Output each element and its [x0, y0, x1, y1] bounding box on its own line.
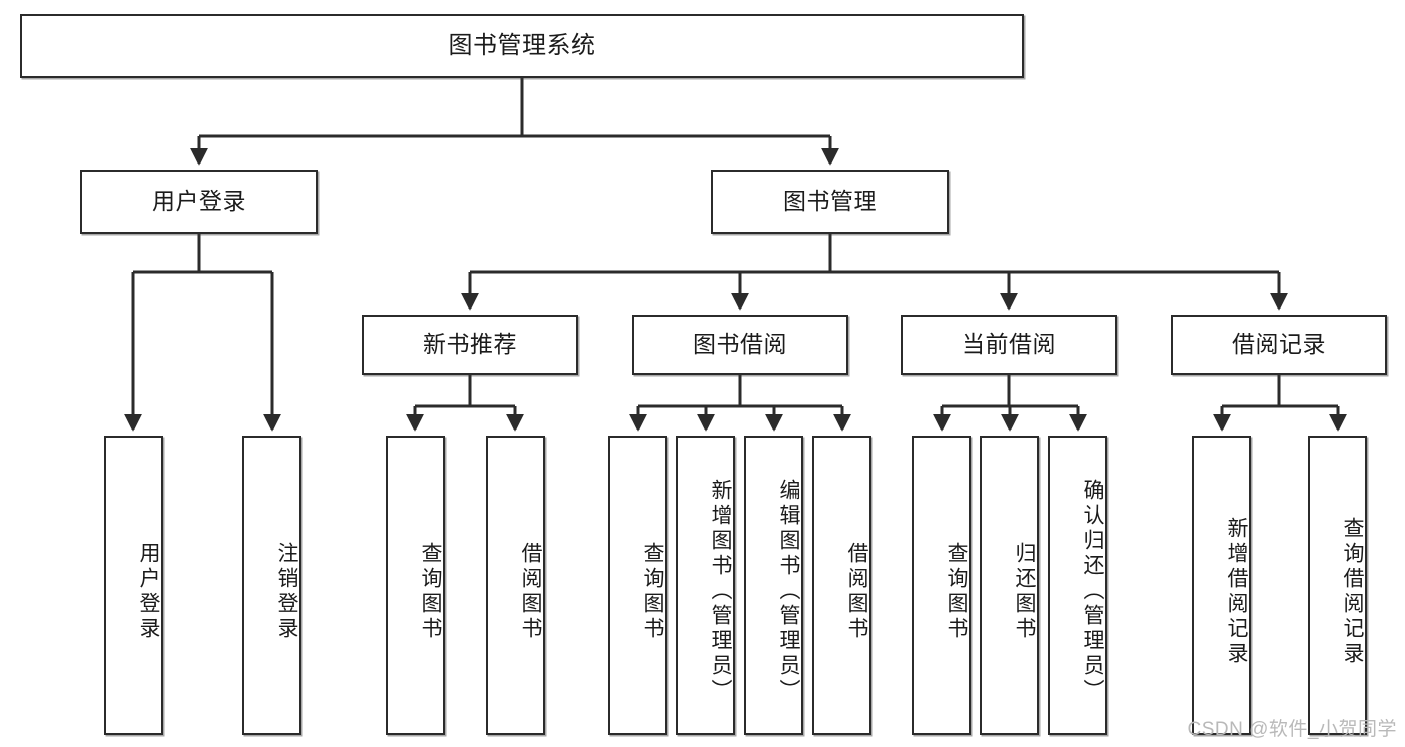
- node-leaf-return-book-label: 归还图书: [1013, 541, 1036, 642]
- watermark: CSDN @软件_小贺同学: [1187, 719, 1397, 740]
- node-user-login[interactable]: 用户登录: [80, 170, 318, 234]
- node-book-borrow[interactable]: 图书借阅: [632, 315, 848, 375]
- node-leaf-logout[interactable]: 注销登录: [242, 436, 301, 735]
- node-leaf-user-login[interactable]: 用户登录: [104, 436, 163, 735]
- node-leaf-query-record-label: 查询借阅记录: [1341, 516, 1364, 667]
- node-book-management-label: 图书管理: [783, 188, 877, 215]
- node-leaf-return-book[interactable]: 归还图书: [980, 436, 1039, 735]
- node-leaf-query-book-2[interactable]: 查询图书: [608, 436, 667, 735]
- node-book-management[interactable]: 图书管理: [711, 170, 949, 234]
- node-current-borrow-label: 当前借阅: [962, 331, 1056, 358]
- node-borrow-record[interactable]: 借阅记录: [1171, 315, 1387, 375]
- node-new-book-recommend[interactable]: 新书推荐: [362, 315, 578, 375]
- node-leaf-edit-book[interactable]: 编辑图书（管理员）: [744, 436, 803, 735]
- node-leaf-add-book-label: 新增图书（管理员）: [709, 479, 732, 704]
- node-leaf-logout-label: 注销登录: [275, 541, 298, 642]
- node-leaf-confirm-return[interactable]: 确认归还（管理员）: [1048, 436, 1107, 735]
- node-leaf-query-book-1[interactable]: 查询图书: [386, 436, 445, 735]
- node-leaf-borrow-book-2[interactable]: 借阅图书: [812, 436, 871, 735]
- node-leaf-borrow-book-1[interactable]: 借阅图书: [486, 436, 545, 735]
- node-leaf-add-record-label: 新增借阅记录: [1225, 516, 1248, 667]
- node-leaf-confirm-return-label: 确认归还（管理员）: [1081, 479, 1104, 704]
- node-new-book-recommend-label: 新书推荐: [423, 331, 517, 358]
- node-leaf-borrow-book-2-label: 借阅图书: [845, 541, 868, 642]
- node-leaf-add-record[interactable]: 新增借阅记录: [1192, 436, 1251, 735]
- node-current-borrow[interactable]: 当前借阅: [901, 315, 1117, 375]
- node-leaf-add-book[interactable]: 新增图书（管理员）: [676, 436, 735, 735]
- node-user-login-label: 用户登录: [152, 188, 246, 215]
- node-leaf-query-book-1-label: 查询图书: [419, 541, 442, 642]
- node-borrow-record-label: 借阅记录: [1232, 331, 1326, 358]
- node-leaf-query-book-3[interactable]: 查询图书: [912, 436, 971, 735]
- node-root[interactable]: 图书管理系统: [20, 14, 1024, 78]
- node-leaf-query-book-2-label: 查询图书: [641, 541, 664, 642]
- node-leaf-borrow-book-1-label: 借阅图书: [519, 541, 542, 642]
- node-leaf-user-login-label: 用户登录: [137, 541, 160, 642]
- node-root-label: 图书管理系统: [448, 31, 596, 59]
- node-leaf-query-book-3-label: 查询图书: [945, 541, 968, 642]
- node-leaf-edit-book-label: 编辑图书（管理员）: [777, 479, 800, 704]
- node-leaf-query-record[interactable]: 查询借阅记录: [1308, 436, 1367, 735]
- node-book-borrow-label: 图书借阅: [693, 331, 787, 358]
